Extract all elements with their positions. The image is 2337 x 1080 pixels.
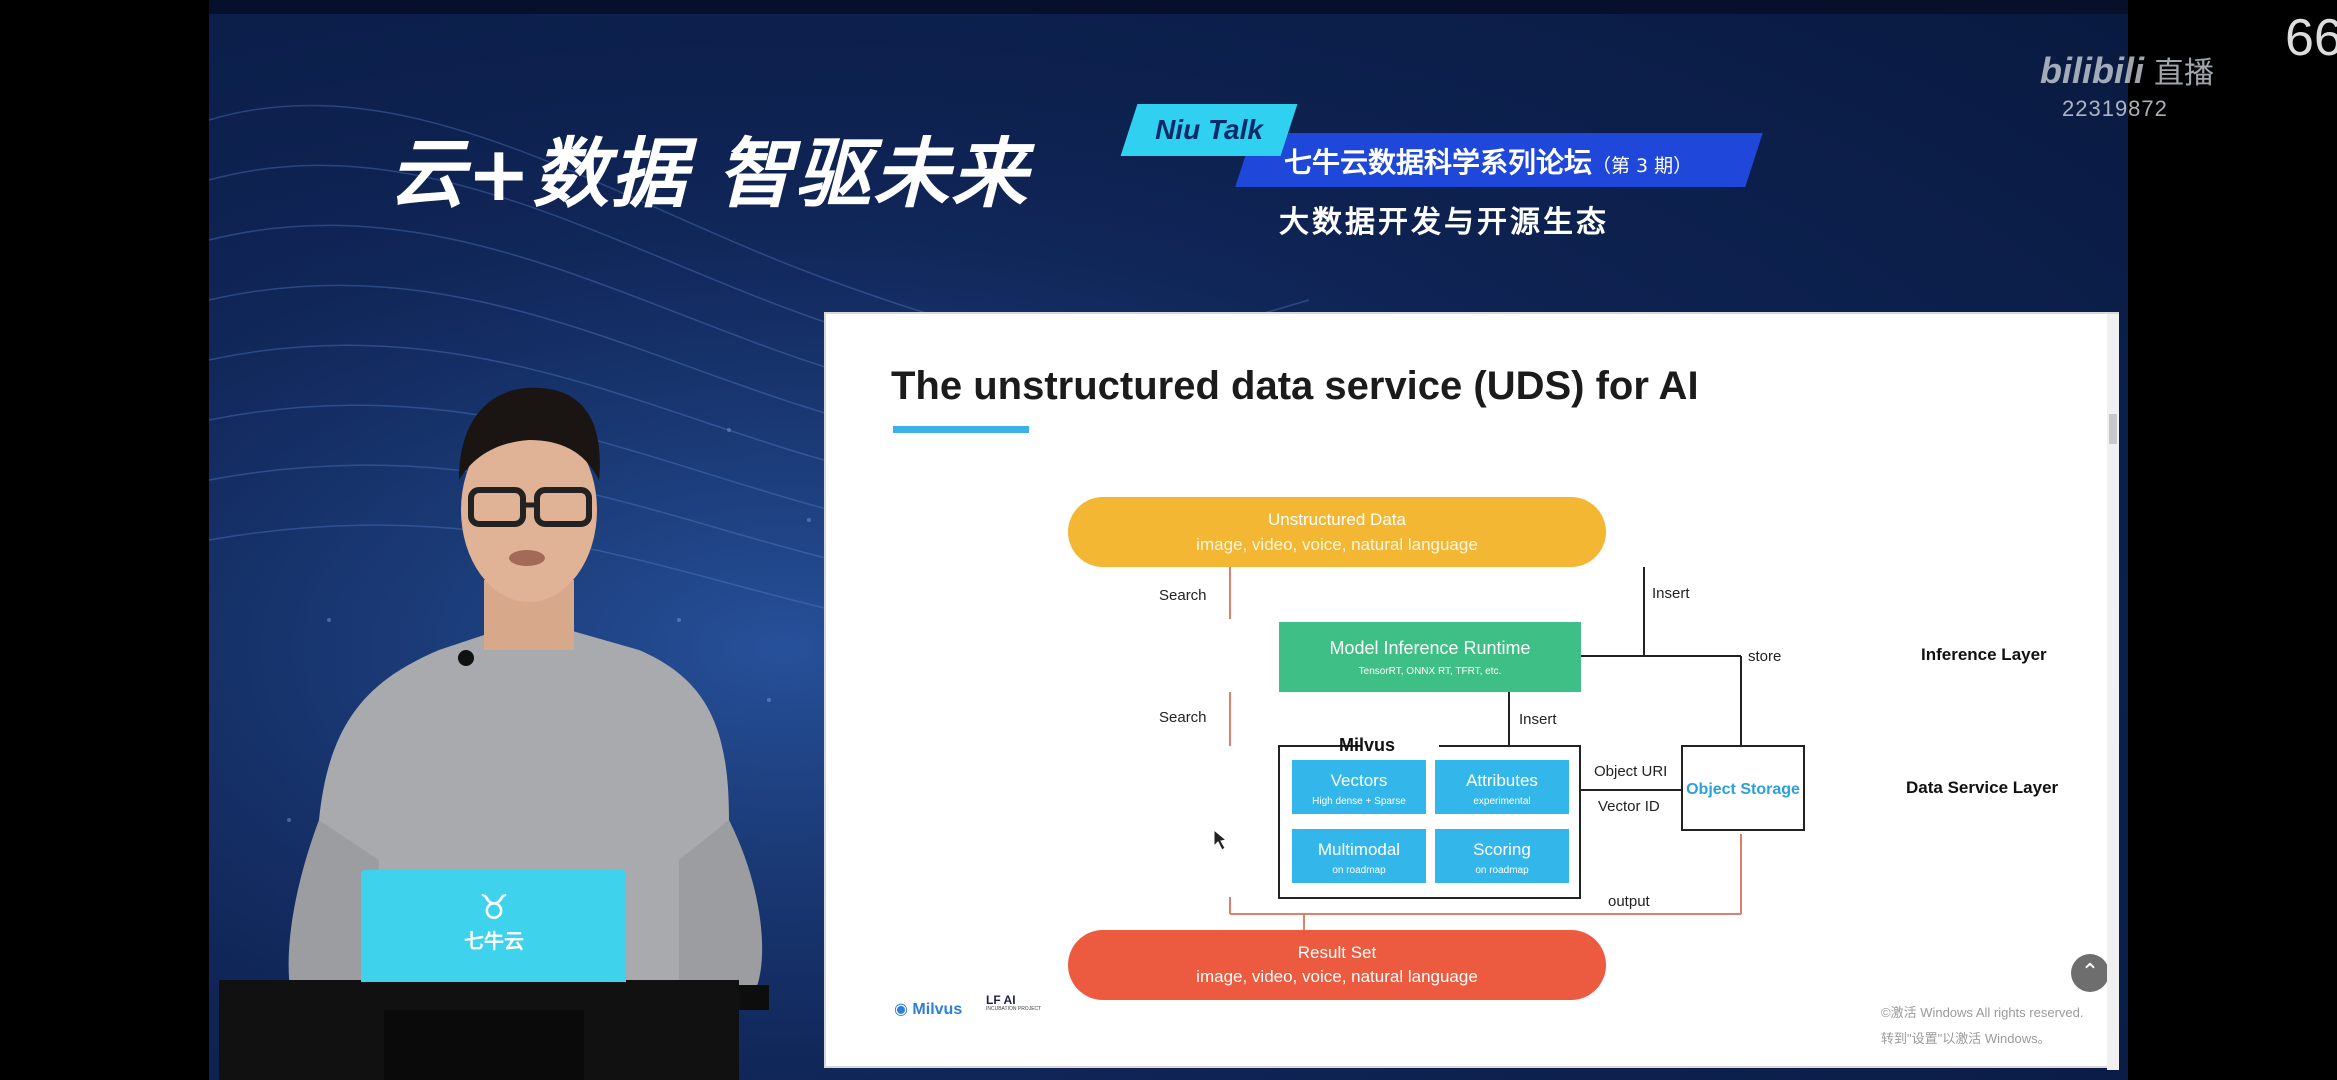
edge-label-object-uri: Object URI <box>1594 763 1667 780</box>
qiniu-logo: ♉ 七牛云 <box>454 888 534 968</box>
node-object-storage <box>1681 745 1805 831</box>
bilibili-wordmark: bilibili <box>2040 50 2144 91</box>
label-attributes-sub: experimental <box>1473 796 1530 807</box>
milvus-footer-text: Milvus <box>912 1001 963 1018</box>
slide-scrollbar[interactable] <box>2107 314 2119 1070</box>
niu-talk-label: Niu Talk <box>1155 114 1263 145</box>
milvus-footer-logo: ◉ Milvus <box>894 999 962 1019</box>
video-stage: 云+数据 智驱未来 Niu Talk 七牛云数据科学系列论坛（第 3 期） 大数… <box>209 0 2128 1080</box>
node-multimodal <box>1292 829 1426 883</box>
live-room-id: 22319872 <box>2062 96 2168 121</box>
node-result-set <box>1068 930 1606 1000</box>
qiniu-brand-text: 七牛云 <box>464 929 524 953</box>
label-multimodal-sub: on roadmap <box>1332 865 1386 876</box>
mouse-cursor-icon <box>1213 828 1228 851</box>
label-unstructured-title: Unstructured Data <box>1268 510 1406 529</box>
presentation-slide: The unstructured data service (UDS) for … <box>824 312 2119 1070</box>
lfai-text: LF AI <box>986 993 1016 1007</box>
slide-title: The unstructured data service (UDS) for … <box>891 364 1699 408</box>
windows-activation-watermark: ©激活 Windows All rights reserved. 转到"设置"以… <box>1881 1000 2083 1052</box>
live-label: 直播 <box>2154 56 2215 91</box>
edge-label-output: output <box>1608 893 1651 910</box>
forum-subtitle: 大数据开发与开源生态 <box>1279 205 1609 240</box>
label-result-title: Result Set <box>1298 943 1377 962</box>
forum-title: 七牛云数据科学系列论坛（第 3 期） <box>1284 141 1692 181</box>
node-scoring <box>1435 829 1569 883</box>
node-vectors <box>1292 760 1426 814</box>
layer-label-inference: Inference Layer <box>1921 645 2047 664</box>
edge-label-vector-id: Vector ID <box>1598 798 1660 815</box>
slide-scrollbar-thumb[interactable] <box>2109 414 2117 444</box>
top-shade <box>209 0 2128 14</box>
title-underline <box>893 426 1029 433</box>
bilibili-live-logo: bilibili 直播 <box>2040 48 2214 92</box>
edge-label-search-2: Search <box>1159 709 1207 726</box>
node-model-inference-runtime <box>1279 622 1581 692</box>
banner-headline: 云+数据 智驱未来 <box>389 129 1030 218</box>
label-milvus: Milvus <box>1339 735 1395 755</box>
label-result-sub: image, video, voice, natural language <box>1196 967 1478 986</box>
node-unstructured-data <box>1068 497 1606 567</box>
lfai-sub-text: INCUBATION PROJECT <box>986 1006 1042 1012</box>
label-multimodal-title: Multimodal <box>1318 840 1400 859</box>
niu-talk-tag: Niu Talk <box>1120 104 1298 156</box>
label-scoring-sub: on roadmap <box>1475 865 1529 876</box>
uds-architecture-diagram: Unstructured Data image, video, voice, n… <box>1068 497 2059 1000</box>
forum-name: 七牛云数据科学系列论坛 <box>1284 146 1593 179</box>
edge-label-store: store <box>1748 648 1781 665</box>
label-inference-title: Model Inference Runtime <box>1329 638 1530 658</box>
podium-stand <box>384 1010 584 1080</box>
label-vectors-sub: High dense + Sparse <box>1312 796 1406 807</box>
watermark-line-1: ©激活 Windows All rights reserved. <box>1881 1005 2084 1020</box>
milvus-eye-icon: ◉ <box>894 1001 908 1018</box>
chevron-up-icon: ⌃ <box>2080 959 2100 984</box>
layer-label-data-service: Data Service Layer <box>1906 778 2059 797</box>
label-scoring-title: Scoring <box>1473 840 1531 859</box>
edge-label-insert-2: Insert <box>1519 711 1557 728</box>
forum-issue: （第 3 期） <box>1592 155 1693 177</box>
node-attributes <box>1435 760 1569 814</box>
laptop: ♉ 七牛云 <box>361 870 626 982</box>
label-vectors-title: Vectors <box>1331 771 1388 790</box>
qiniu-bull-icon: ♉ <box>478 889 510 927</box>
edge-label-search-1: Search <box>1159 587 1207 604</box>
label-object-storage: Object Storage <box>1686 781 1800 798</box>
scroll-to-top-button[interactable]: ⌃ <box>2071 954 2109 992</box>
lfai-footer-logo: LF AI INCUBATION PROJECT <box>986 994 1041 1012</box>
label-unstructured-sub: image, video, voice, natural language <box>1196 535 1478 554</box>
edge-label-insert-1: Insert <box>1652 585 1690 602</box>
watermark-line-2: 转到"设置"以激活 Windows。 <box>1881 1031 2051 1046</box>
label-attributes-title: Attributes <box>1466 771 1538 790</box>
viewer-count: 66 <box>2285 9 2337 67</box>
label-inference-sub: TensorRT, ONNX RT, TFRT, etc. <box>1359 666 1502 677</box>
